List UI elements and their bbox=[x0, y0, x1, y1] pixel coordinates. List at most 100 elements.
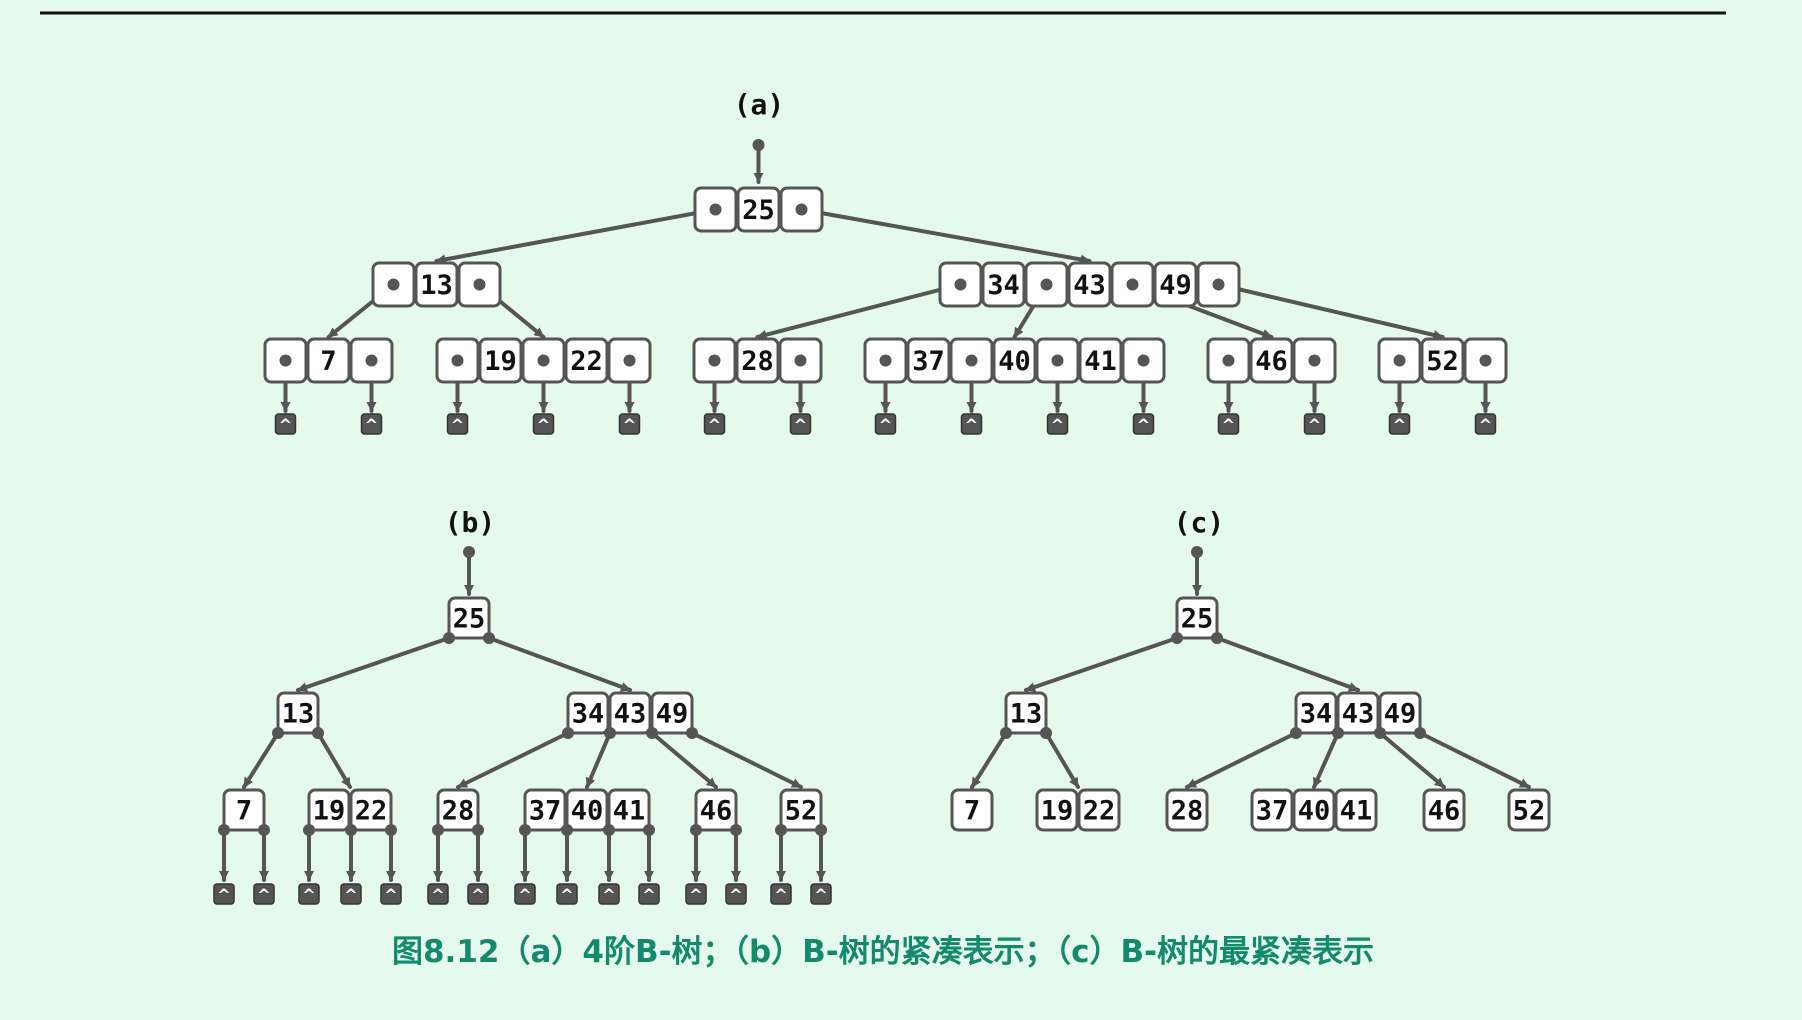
null-leaf bbox=[253, 883, 275, 905]
pointer-dot bbox=[345, 824, 357, 836]
child-edge bbox=[1044, 731, 1080, 789]
null-leaf bbox=[1388, 413, 1411, 435]
node-key: 25 bbox=[1181, 604, 1214, 635]
pointer-dot bbox=[473, 278, 486, 291]
pointer-dot bbox=[604, 727, 616, 739]
null-leaf-symbol: ^ bbox=[518, 886, 531, 905]
null-leaf bbox=[874, 413, 897, 435]
null-leaf bbox=[960, 413, 983, 435]
pointer-dot bbox=[646, 727, 658, 739]
node-key: 19 bbox=[1041, 796, 1074, 827]
child-edge bbox=[1378, 731, 1446, 789]
null-leaf-symbol: ^ bbox=[965, 416, 978, 435]
node-key: 43 bbox=[1342, 699, 1375, 730]
null-leaf bbox=[810, 883, 832, 905]
child-edge bbox=[1312, 731, 1340, 789]
null-leaf-symbol: ^ bbox=[729, 886, 742, 905]
null-leaf-symbol: ^ bbox=[1393, 416, 1406, 435]
null-leaf-symbol: ^ bbox=[451, 416, 464, 435]
node-key: 46 bbox=[700, 796, 733, 827]
null-leaf bbox=[725, 883, 747, 905]
key-cell bbox=[906, 337, 951, 384]
null-leaf-symbol: ^ bbox=[623, 416, 636, 435]
null-leaf-symbol: ^ bbox=[1137, 416, 1150, 435]
pointer-dot bbox=[686, 727, 698, 739]
pointer-dot bbox=[1211, 632, 1223, 644]
child-edge bbox=[487, 636, 632, 692]
pointer-dot bbox=[387, 278, 400, 291]
key-cell bbox=[478, 337, 523, 384]
key-box bbox=[1378, 691, 1422, 735]
key-box bbox=[276, 691, 320, 735]
pointer-dot bbox=[537, 354, 550, 367]
key-cell bbox=[981, 261, 1026, 308]
node-key: 46 bbox=[1255, 346, 1288, 377]
pointer-dot bbox=[1479, 354, 1492, 367]
node-key: 37 bbox=[529, 796, 562, 827]
pointer-dot bbox=[1051, 354, 1064, 367]
null-leaf-symbol: ^ bbox=[384, 886, 397, 905]
key-cell bbox=[1420, 337, 1465, 384]
key-cell bbox=[1067, 261, 1112, 308]
child-edge bbox=[242, 731, 280, 789]
null-leaf-symbol: ^ bbox=[365, 416, 378, 435]
node-key: 40 bbox=[571, 796, 604, 827]
key-box bbox=[1165, 788, 1209, 832]
pointer-dot bbox=[954, 278, 967, 291]
child-edge bbox=[1418, 731, 1531, 789]
node-key: 40 bbox=[1298, 796, 1331, 827]
null-leaf-symbol: ^ bbox=[879, 416, 892, 435]
null-leaf bbox=[427, 883, 449, 905]
pointer-dot bbox=[1308, 354, 1321, 367]
null-leaf-symbol: ^ bbox=[774, 886, 787, 905]
node-key: 7 bbox=[320, 346, 336, 377]
null-leaf bbox=[1132, 413, 1155, 435]
pointer-dot bbox=[708, 354, 721, 367]
null-leaf bbox=[1046, 413, 1069, 435]
node-key: 28 bbox=[442, 796, 475, 827]
node-key: 25 bbox=[453, 604, 486, 635]
node-key: 28 bbox=[741, 346, 774, 377]
key-box bbox=[1422, 788, 1466, 832]
child-edge bbox=[799, 207, 1092, 265]
pointer-dot bbox=[794, 354, 807, 367]
null-leaf bbox=[789, 413, 812, 435]
null-leaf-symbol: ^ bbox=[302, 886, 315, 905]
key-box bbox=[779, 788, 823, 832]
child-edge bbox=[1215, 636, 1360, 692]
node-key: 52 bbox=[1513, 796, 1546, 827]
pointer-dot bbox=[303, 824, 315, 836]
pointer-dot bbox=[1137, 354, 1150, 367]
panel-label-b: (b) bbox=[445, 506, 496, 539]
key-box bbox=[222, 788, 266, 832]
null-leaf-symbol: ^ bbox=[217, 886, 230, 905]
null-leaf-symbol: ^ bbox=[1308, 416, 1321, 435]
child-edge bbox=[1216, 282, 1445, 340]
pointer-dot bbox=[312, 727, 324, 739]
pointer-dot bbox=[690, 824, 702, 836]
null-leaf-symbol: ^ bbox=[471, 886, 484, 905]
node-key: 7 bbox=[964, 796, 980, 827]
key-box bbox=[607, 788, 651, 832]
null-leaf bbox=[532, 413, 555, 435]
child-edge bbox=[1185, 731, 1298, 789]
pointer-dot bbox=[775, 824, 787, 836]
node-key: 34 bbox=[987, 270, 1020, 301]
pointer-dot bbox=[1000, 727, 1012, 739]
node-key: 41 bbox=[613, 796, 646, 827]
null-leaf-symbol: ^ bbox=[814, 886, 827, 905]
key-cell bbox=[1078, 337, 1123, 384]
child-edge bbox=[296, 636, 451, 692]
null-leaf-symbol: ^ bbox=[344, 886, 357, 905]
key-box bbox=[608, 691, 652, 735]
key-box bbox=[307, 788, 351, 832]
pointer-dot bbox=[1290, 727, 1302, 739]
null-leaf-symbol: ^ bbox=[1051, 416, 1064, 435]
key-box bbox=[694, 788, 738, 832]
null-leaf bbox=[360, 413, 383, 435]
pointer-dot bbox=[385, 824, 397, 836]
null-leaf-symbol: ^ bbox=[689, 886, 702, 905]
null-leaf bbox=[770, 883, 792, 905]
key-box bbox=[1035, 788, 1079, 832]
